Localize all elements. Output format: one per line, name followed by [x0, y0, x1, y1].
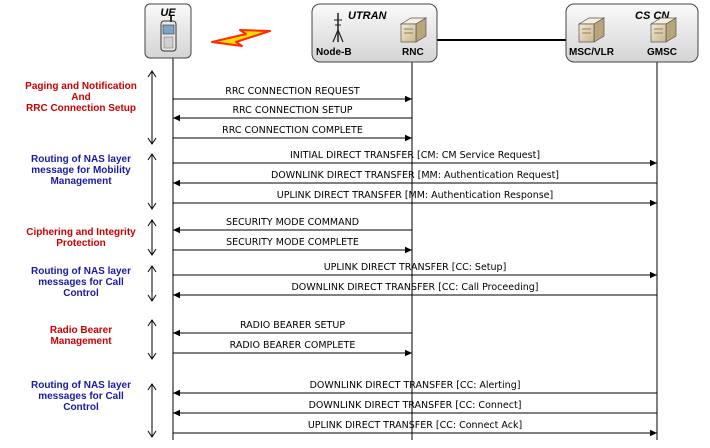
- phase-range-head-bottom: [147, 248, 157, 256]
- message-label: UPLINK DIRECT TRANSFER [MM: Authenticati…: [277, 190, 553, 201]
- phase-range-head-top: [147, 70, 157, 78]
- message-arrow: DOWNLINK DIRECT TRANSFER [CC: Alerting]: [173, 380, 657, 397]
- phase-label: message for Mobility: [31, 165, 131, 176]
- ue-label: UE: [160, 7, 176, 19]
- arrow-head: [405, 134, 412, 142]
- arrow-head: [173, 226, 180, 234]
- phase-label: Control: [63, 288, 99, 299]
- arrow-head: [405, 95, 412, 103]
- message-label: RRC CONNECTION SETUP: [232, 105, 352, 116]
- arrow-head: [173, 114, 180, 122]
- gmsc-label: GMSC: [647, 47, 677, 58]
- phase-range-head-bottom: [147, 202, 157, 210]
- message-arrow: RRC CONNECTION COMPLETE: [173, 125, 412, 142]
- message-arrow: SECURITY MODE COMMAND: [173, 217, 412, 234]
- phase-label: Routing of NAS layer: [31, 266, 131, 277]
- message-label: DOWNLINK DIRECT TRANSFER [CC: Connect]: [309, 400, 522, 411]
- message-label: RADIO BEARER COMPLETE: [230, 340, 356, 351]
- message-label: RRC CONNECTION COMPLETE: [222, 125, 363, 136]
- phase-label: Paging and Notification: [25, 81, 137, 92]
- message-label: SECURITY MODE COMPLETE: [226, 237, 359, 248]
- ue-entity: UE: [144, 3, 192, 59]
- arrow-head: [650, 199, 657, 207]
- antenna-icon: [332, 13, 344, 43]
- message-label: SECURITY MODE COMMAND: [226, 217, 359, 228]
- utran-title: UTRAN: [348, 10, 388, 22]
- utran-entity: UTRAN Node-B RNC: [311, 3, 438, 63]
- msc-label: MSC/VLR: [569, 47, 615, 58]
- message-arrow: RRC CONNECTION REQUEST: [173, 86, 412, 103]
- message-label: DOWNLINK DIRECT TRANSFER [MM: Authentica…: [271, 170, 559, 181]
- lifelines: [172, 48, 658, 440]
- phase-label: Management: [50, 176, 112, 187]
- msc-switch-icon: [577, 17, 606, 43]
- phase-label: Protection: [56, 238, 105, 249]
- phase-label: Management: [50, 336, 112, 347]
- message-arrow: DOWNLINK DIRECT TRANSFER [MM: Authentica…: [173, 170, 657, 187]
- phase-range-head-bottom: [147, 137, 157, 145]
- phase-label: RRC Connection Setup: [26, 103, 136, 114]
- message-label: DOWNLINK DIRECT TRANSFER [CC: Call Proce…: [291, 282, 538, 293]
- message-arrow: INITIAL DIRECT TRANSFER [CM: CM Service …: [173, 150, 657, 167]
- phone-icon: [160, 16, 177, 52]
- phase-range-head-bottom: [147, 430, 157, 438]
- phase-range-head-top: [147, 383, 157, 391]
- message-arrow: SECURITY MODE COMPLETE: [173, 237, 412, 254]
- phase-range-head-bottom: [147, 294, 157, 302]
- rnc-label: RNC: [402, 47, 424, 58]
- message-arrow: UPLINK DIRECT TRANSFER [MM: Authenticati…: [173, 190, 657, 207]
- arrow-head: [173, 291, 180, 299]
- arrow-head: [650, 159, 657, 167]
- phase-label: Routing of NAS layer: [31, 380, 131, 391]
- utran-box: [311, 3, 438, 63]
- arrow-head: [650, 429, 657, 437]
- message-group: RRC CONNECTION REQUEST RRC CONNECTION SET…: [173, 86, 657, 437]
- arrow-head: [173, 179, 180, 187]
- message-arrow: UPLINK DIRECT TRANSFER [CC: Connect Ack]: [173, 420, 657, 437]
- message-label: DOWNLINK DIRECT TRANSFER [CC: Alerting]: [310, 380, 521, 391]
- phase-range-head-bottom: [147, 352, 157, 360]
- message-arrow: DOWNLINK DIRECT TRANSFER [CC: Connect]: [173, 400, 657, 417]
- phase-range-head-top: [147, 219, 157, 227]
- phase-label: Ciphering and Integrity: [26, 227, 136, 238]
- phase-range-head-top: [147, 265, 157, 273]
- message-label: RRC CONNECTION REQUEST: [225, 86, 360, 97]
- phase-label: And: [71, 92, 90, 103]
- arrow-head: [173, 389, 180, 397]
- phase-label: messages for Call: [38, 391, 124, 402]
- arrow-head: [405, 349, 412, 357]
- arrow-head: [405, 246, 412, 254]
- arrow-head: [173, 329, 180, 337]
- lightning-icon: [211, 29, 271, 47]
- phase-label: messages for Call: [38, 277, 124, 288]
- node-b-label: Node-B: [316, 47, 352, 58]
- message-arrow: RRC CONNECTION SETUP: [173, 105, 412, 122]
- phase-label: Control: [63, 402, 99, 413]
- phase-range-head-top: [147, 319, 157, 327]
- message-arrow: RADIO BEARER COMPLETE: [173, 340, 412, 357]
- cscn-entity: CS CN MSC/VLR GMSC: [565, 3, 699, 63]
- message-label: RADIO BEARER SETUP: [240, 320, 345, 331]
- message-label: UPLINK DIRECT TRANSFER [CC: Setup]: [324, 262, 507, 273]
- message-label: INITIAL DIRECT TRANSFER [CM: CM Service …: [290, 150, 540, 161]
- arrow-head: [173, 409, 180, 417]
- gmsc-switch-icon: [649, 17, 678, 43]
- phase-label: Radio Bearer: [50, 325, 112, 336]
- message-arrow: RADIO BEARER SETUP: [173, 320, 412, 337]
- message-arrow: UPLINK DIRECT TRANSFER [CC: Setup]: [173, 262, 657, 279]
- arrow-head: [650, 271, 657, 279]
- message-arrow: DOWNLINK DIRECT TRANSFER [CC: Call Proce…: [173, 282, 657, 299]
- phase-label: Routing of NAS layer: [31, 154, 131, 165]
- rnc-switch-icon: [399, 17, 428, 43]
- phase-range-head-top: [147, 153, 157, 161]
- message-label: UPLINK DIRECT TRANSFER [CC: Connect Ack]: [308, 420, 522, 431]
